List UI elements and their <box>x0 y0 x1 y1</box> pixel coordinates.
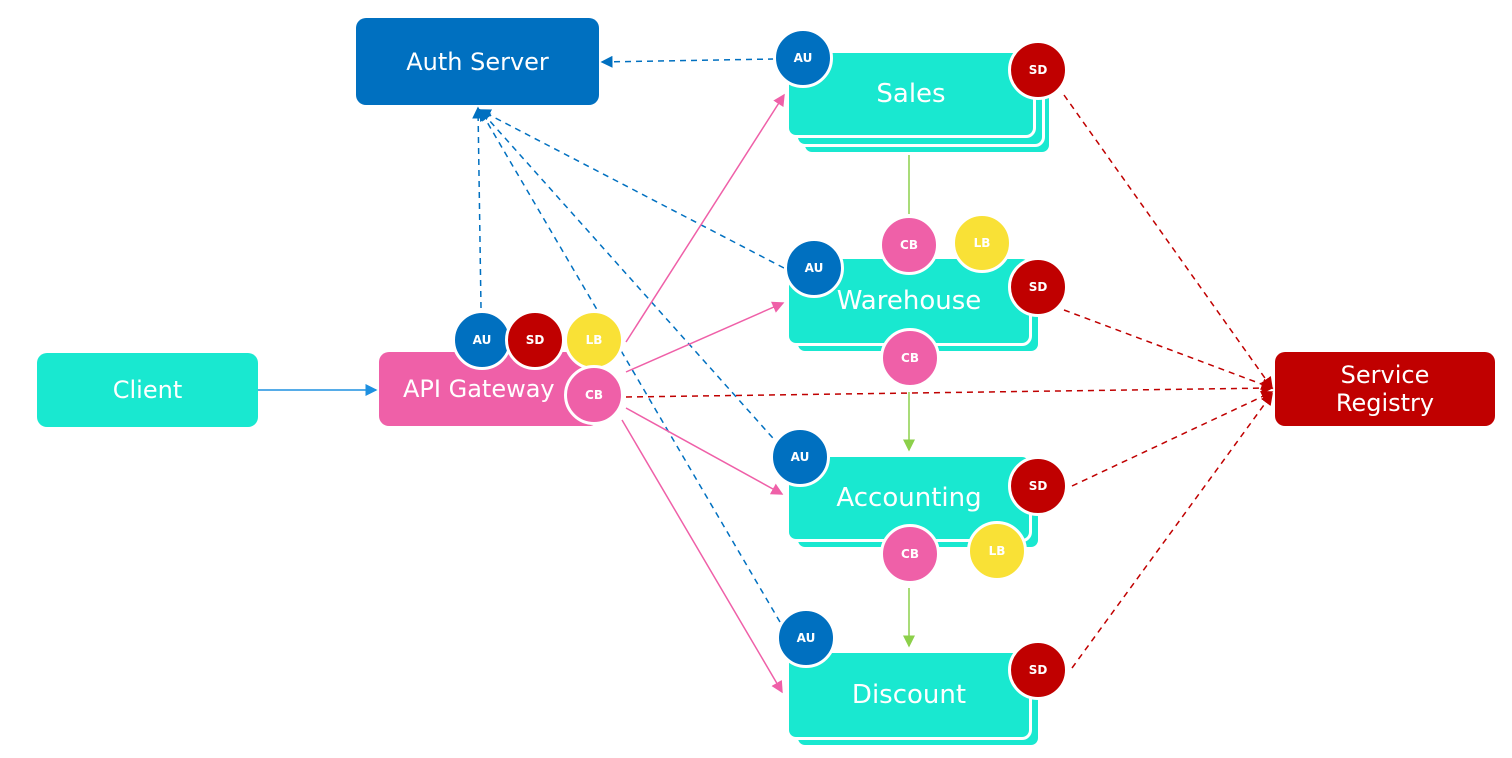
badge-label: CB <box>585 388 603 402</box>
warehouse-lb-badge[interactable]: LB <box>952 213 1012 273</box>
badge-label: SD <box>1028 663 1048 677</box>
gateway-au-badge[interactable]: AU <box>452 310 512 370</box>
discount-sd-badge[interactable]: SD <box>1008 640 1068 700</box>
badge-label: CB <box>901 547 919 561</box>
badge-label: SD <box>1028 63 1048 77</box>
badge-label: LB <box>988 544 1006 558</box>
badge-label: AU <box>793 51 813 65</box>
accounting-label: Accounting <box>836 483 982 513</box>
client-node[interactable]: Client <box>37 353 258 427</box>
service-registry-label-2: Registry <box>1335 389 1435 417</box>
edge-warehouse-auth <box>478 109 785 269</box>
edge-gateway-accounting <box>625 407 784 495</box>
edge-warehouse-registry <box>1063 309 1274 390</box>
edge-gateway-sales <box>625 93 785 343</box>
accounting-au-badge[interactable]: AU <box>770 427 830 487</box>
discount-service-node[interactable]: Discount <box>786 650 1032 740</box>
edge-accounting-registry <box>1071 391 1274 487</box>
badge-label: CB <box>901 351 919 365</box>
gateway-sd-badge[interactable]: SD <box>505 310 565 370</box>
warehouse-au-badge[interactable]: AU <box>784 238 844 298</box>
api-gateway-label: API Gateway <box>403 375 555 403</box>
warehouse-label: Warehouse <box>836 286 982 316</box>
sales-sd-badge[interactable]: SD <box>1008 40 1068 100</box>
gateway-cb-badge[interactable]: CB <box>564 365 624 425</box>
accounting-sd-badge[interactable]: SD <box>1008 456 1068 516</box>
edge-sales-registry <box>1063 94 1273 390</box>
auth-server-label: Auth Server <box>406 47 549 76</box>
auth-server-node[interactable]: Auth Server <box>356 18 599 105</box>
client-label: Client <box>112 376 183 404</box>
badge-label: AU <box>790 450 810 464</box>
edge-gateway-registry <box>625 382 1274 398</box>
sales-label: Sales <box>876 79 946 109</box>
service-registry-node[interactable]: Service Registry <box>1275 352 1495 426</box>
badge-label: SD <box>1028 280 1048 294</box>
badge-label: LB <box>585 333 603 347</box>
edge-sales-auth <box>600 55 775 68</box>
warehouse-sd-badge[interactable]: SD <box>1008 257 1068 317</box>
badge-label: SD <box>1028 479 1048 493</box>
edge-gateway-warehouse <box>625 301 785 373</box>
badge-label: CB <box>900 238 918 252</box>
edge-gateway-auth <box>472 106 485 309</box>
accounting-lb-badge[interactable]: LB <box>967 521 1027 581</box>
badge-label: LB <box>973 236 991 250</box>
discount-label: Discount <box>851 680 967 710</box>
sales-au-badge[interactable]: AU <box>773 28 833 88</box>
edge-discount-registry <box>1071 392 1273 669</box>
badge-label: AU <box>804 261 824 275</box>
warehouse-cb-top-badge[interactable]: CB <box>879 215 939 275</box>
discount-au-badge[interactable]: AU <box>776 608 836 668</box>
badge-label: AU <box>796 631 816 645</box>
gateway-lb-badge[interactable]: LB <box>564 310 624 370</box>
warehouse-cb-bottom-badge[interactable]: CB <box>880 328 940 388</box>
accounting-cb-badge[interactable]: CB <box>880 524 940 584</box>
edge-accounting-auth <box>479 108 781 447</box>
badge-label: AU <box>472 333 492 347</box>
edge-gateway-discount <box>621 419 783 694</box>
service-registry-label-1: Service <box>1340 361 1430 389</box>
badge-label: SD <box>525 333 545 347</box>
